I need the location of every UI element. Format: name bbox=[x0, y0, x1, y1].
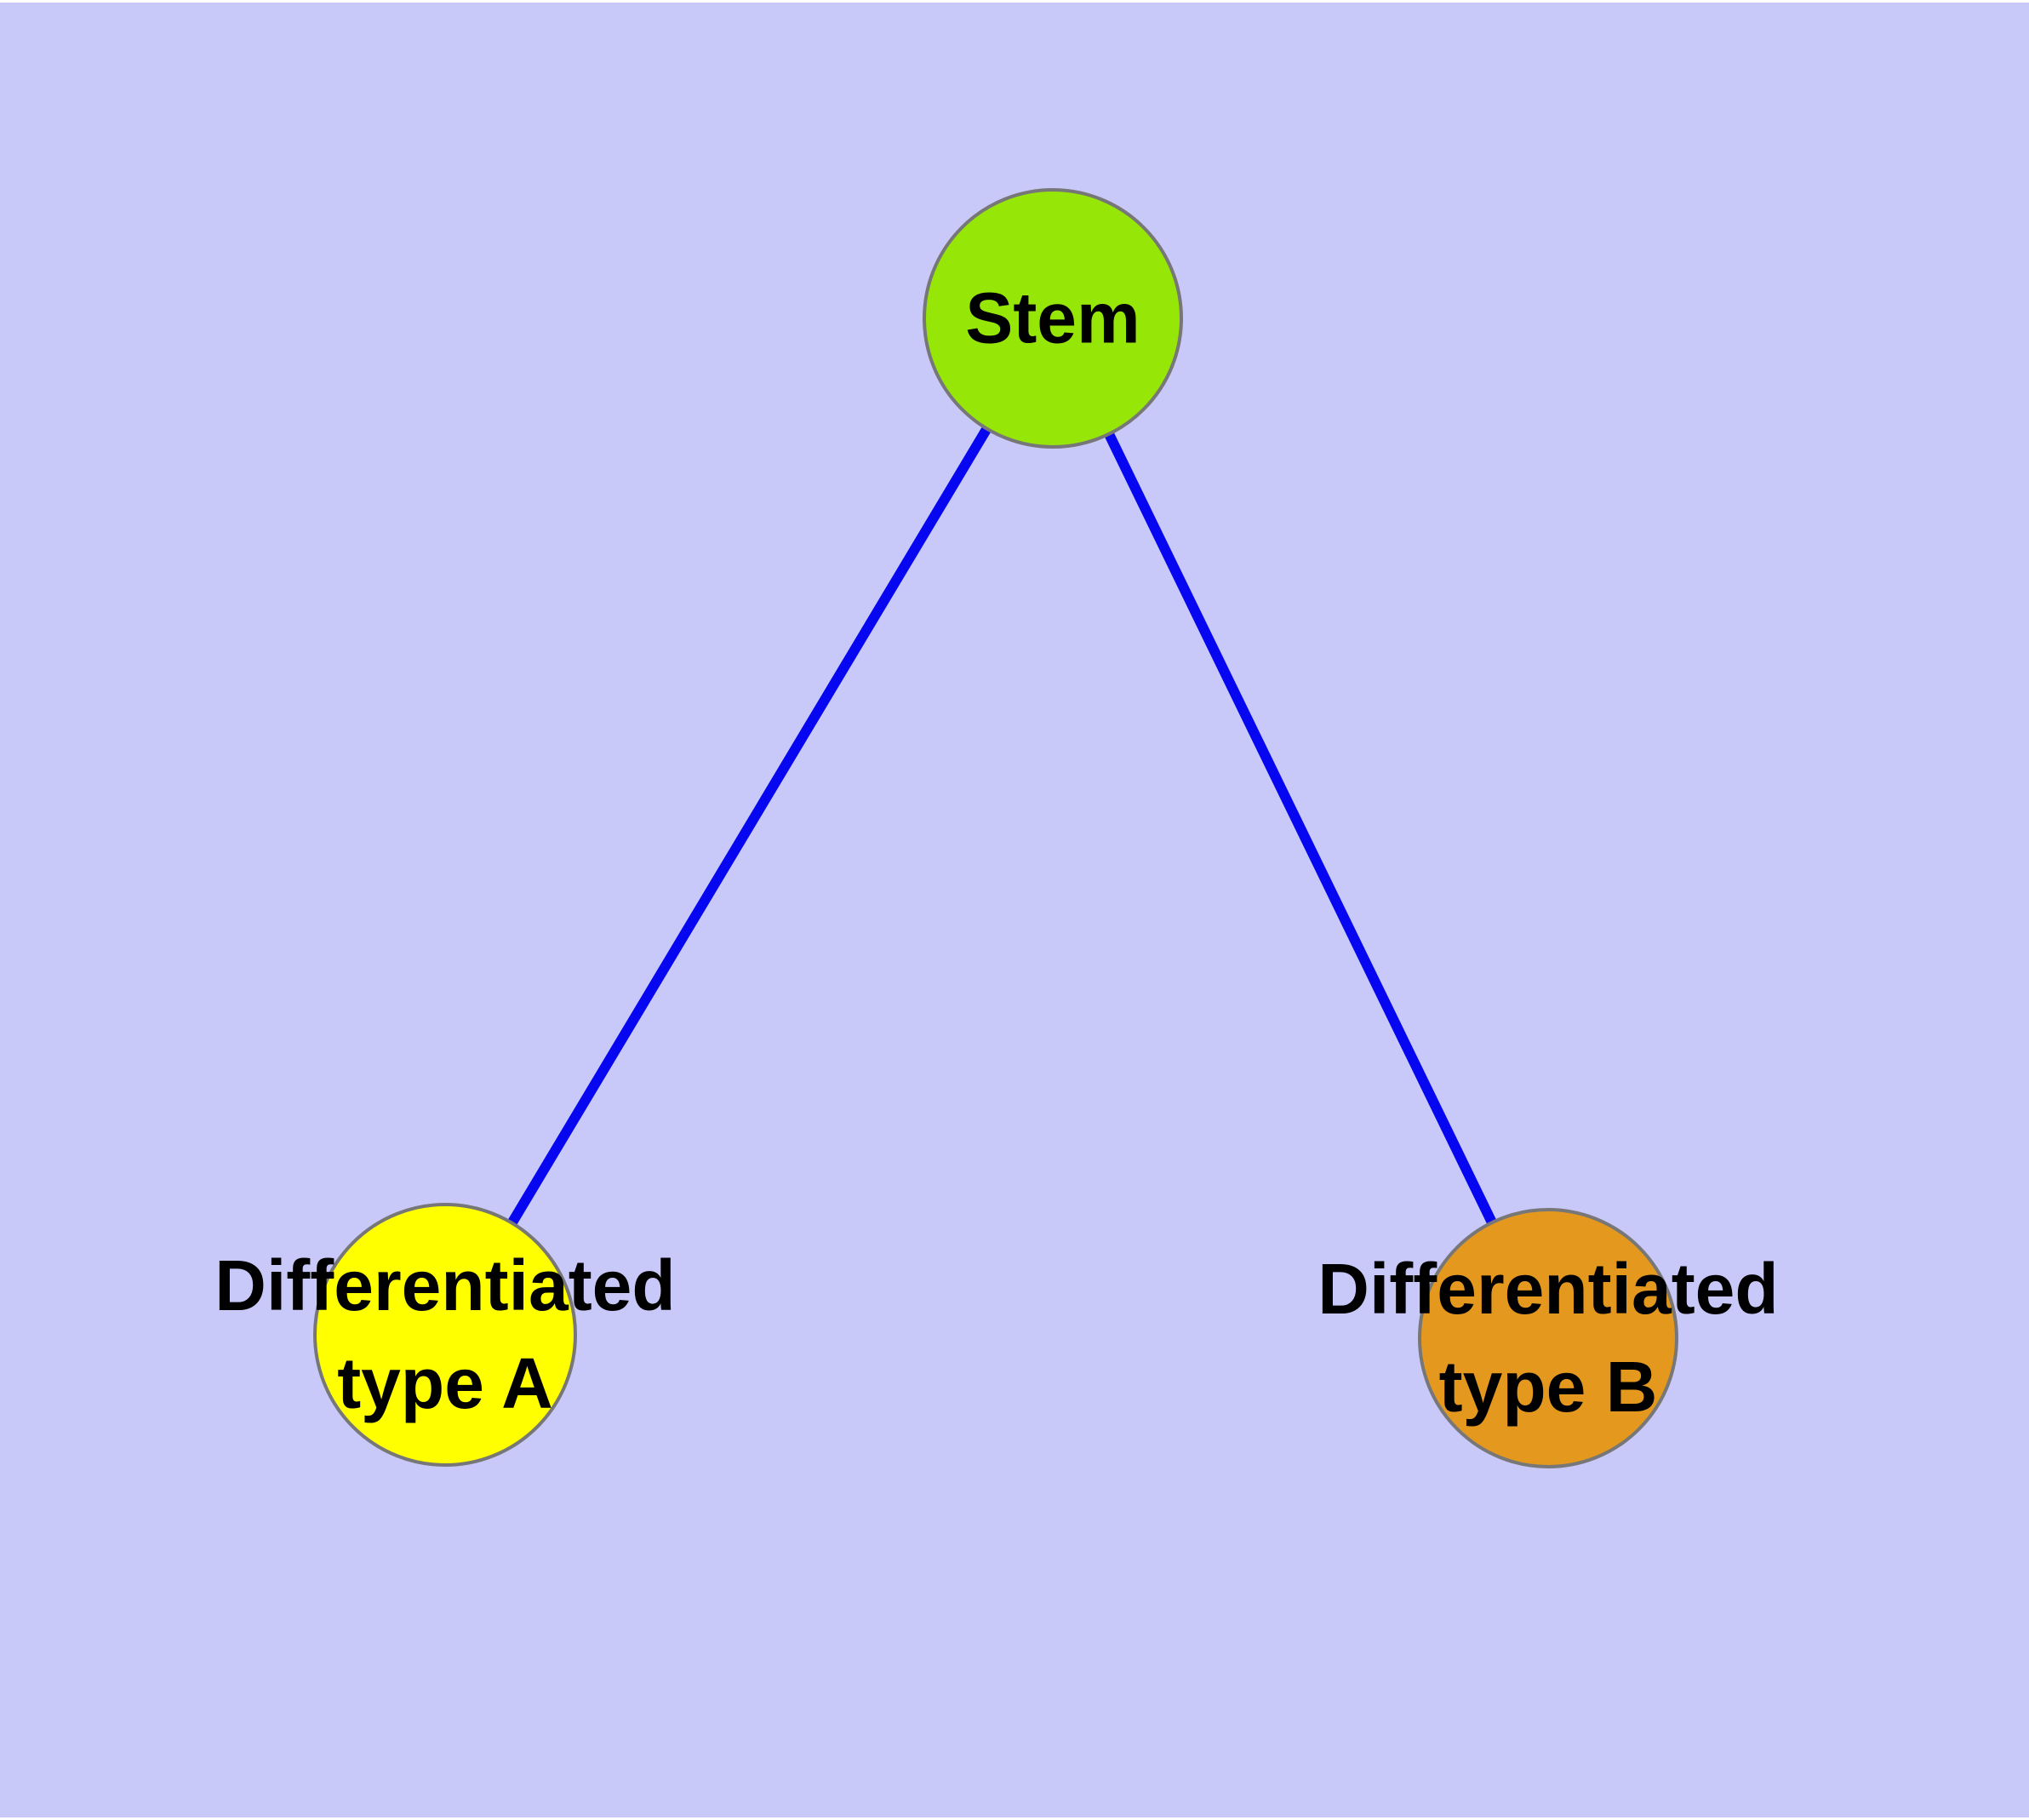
frame-strip-bottom bbox=[0, 1817, 2029, 1820]
edge-stem-to-type-a bbox=[440, 315, 1058, 1338]
edge-stem-to-type-b bbox=[1048, 316, 1553, 1341]
frame-strip-top bbox=[0, 0, 2029, 3]
node-type-b-circle[interactable] bbox=[1418, 1208, 1678, 1468]
graph-svg bbox=[313, 188, 1678, 1468]
diagram-canvas: Stem Differentiated type A Differentiate… bbox=[0, 3, 2029, 1817]
node-type-a-circle[interactable] bbox=[313, 1203, 577, 1467]
node-stem-circle[interactable] bbox=[923, 188, 1183, 449]
